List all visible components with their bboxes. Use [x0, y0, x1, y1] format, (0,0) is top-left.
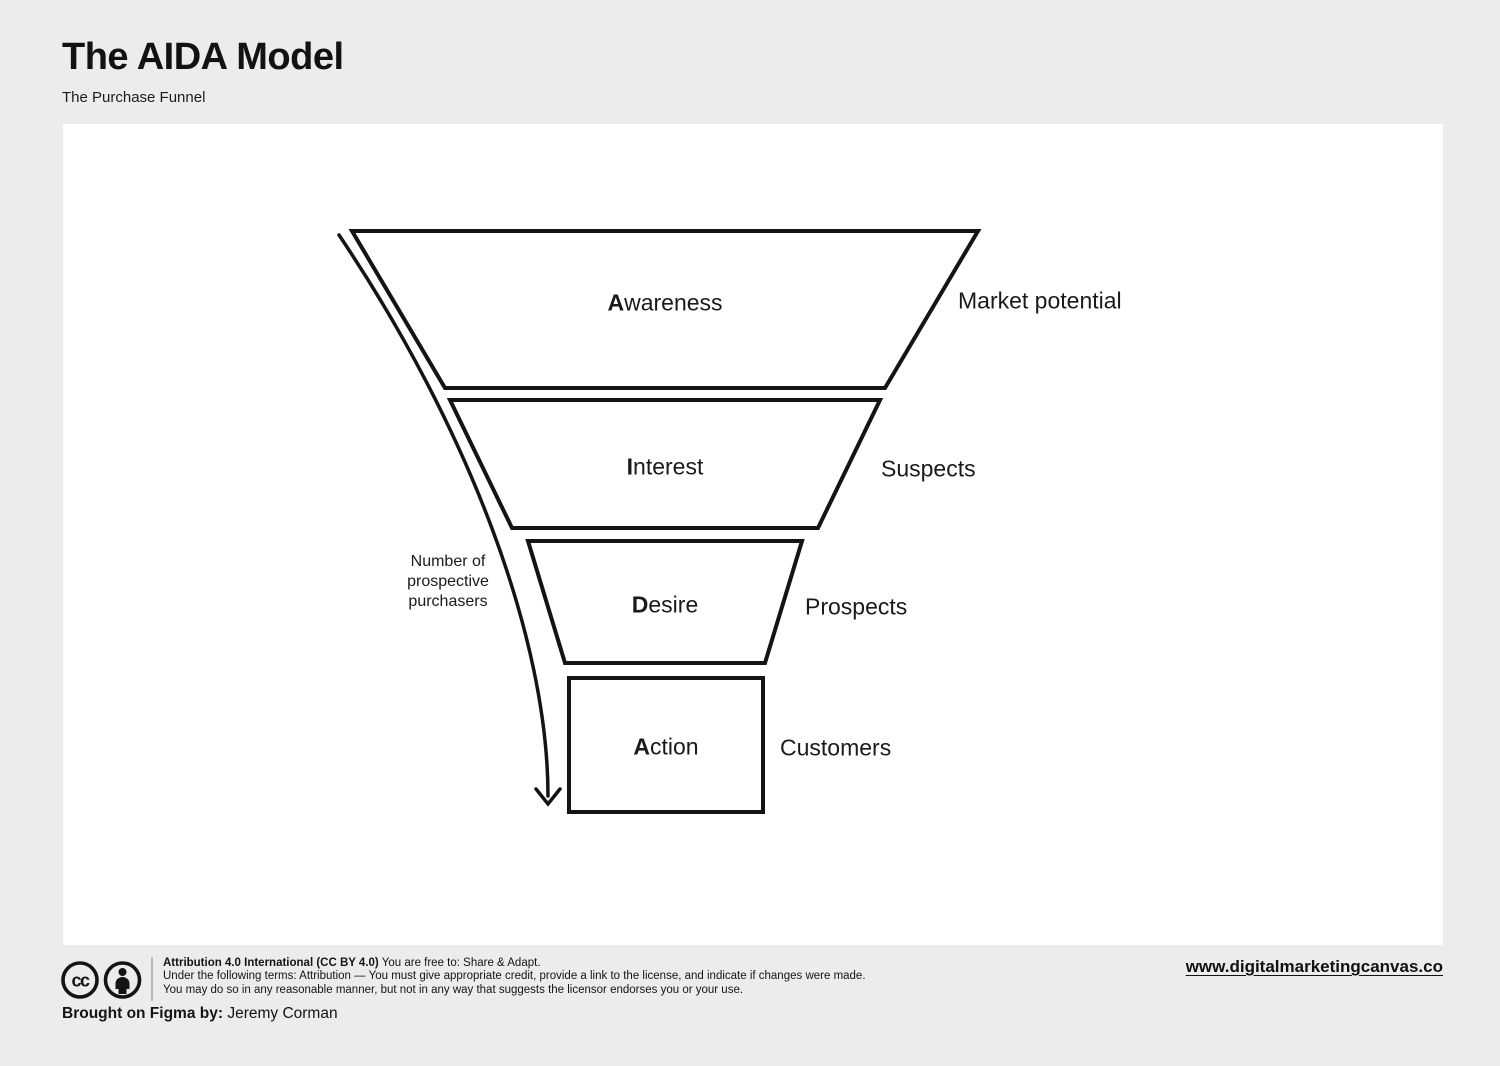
interest-trapezoid [446, 398, 884, 530]
side-label-suspects: Suspects [881, 455, 976, 482]
license-line-2: Under the following terms: Attribution —… [163, 970, 866, 983]
cc-icon: cc [61, 961, 99, 999]
attribution-icon [103, 961, 142, 999]
page-subtitle: The Purchase Funnel [62, 89, 206, 106]
stage-letter: D [631, 591, 649, 618]
credit-line: Brought on Figma by: Jeremy Corman [62, 1005, 338, 1023]
side-label-prospects: Prospects [805, 593, 908, 620]
side-label-market-potential: Market potential [958, 287, 1122, 314]
stage-rest: nterest [633, 453, 704, 480]
axis-annotation-line: purchasers [408, 593, 488, 610]
desire-trapezoid [525, 539, 805, 665]
website-link[interactable]: www.digitalmarketingcanvas.co [1185, 957, 1443, 976]
page-title: The AIDA Model [62, 36, 344, 78]
stage-letter: I [626, 453, 634, 480]
awareness-trapezoid [348, 229, 982, 390]
stage-label-desire: Desire [632, 592, 698, 619]
stage-label-action: Action [633, 734, 698, 761]
stage-rest: ction [650, 733, 699, 760]
stage-rest: esire [648, 591, 699, 618]
license-line-1-rest: You are free to: Share & Adapt. [378, 957, 541, 969]
axis-annotation-line: Number of [410, 553, 486, 570]
credit-name: Jeremy Corman [223, 1005, 338, 1022]
axis-annotation: Number of prospective purchasers [407, 552, 489, 612]
license-line-1: Attribution 4.0 International (CC BY 4.0… [163, 957, 866, 970]
action-rectangle [567, 676, 765, 814]
credit-label: Brought on Figma by: [62, 1005, 224, 1022]
license-icons: cc [60, 959, 145, 1006]
license-line-3: You may do so in any reasonable manner, … [163, 983, 744, 996]
stage-rest: wareness [624, 289, 723, 316]
license-text: Attribution 4.0 International (CC BY 4.0… [163, 957, 866, 997]
stage-label-awareness: Awareness [607, 290, 722, 317]
header: The AIDA Model The Purchase Funnel [62, 36, 344, 106]
arrowhead-icon [534, 787, 562, 807]
license-title: Attribution 4.0 International (CC BY 4.0… [163, 957, 379, 969]
side-label-customers: Customers [780, 734, 892, 761]
stage-letter: A [633, 733, 651, 760]
footer-divider [151, 957, 153, 1001]
svg-text:cc: cc [71, 971, 90, 991]
funnel-axis-curve [337, 233, 550, 798]
axis-annotation-line: prospective [407, 573, 489, 590]
stage-letter: A [607, 289, 625, 316]
stage-label-interest: Interest [627, 454, 704, 481]
